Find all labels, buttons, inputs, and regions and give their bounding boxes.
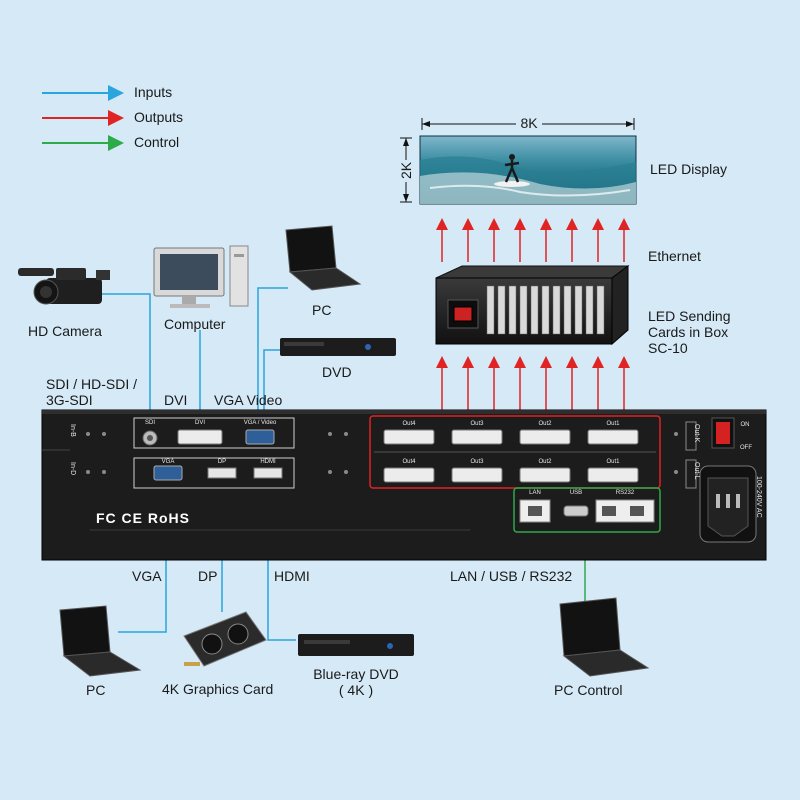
vga-video-label: VGA Video <box>214 392 283 408</box>
lan-port-label: LAN <box>529 490 541 496</box>
out1-row1-label: Out1 <box>606 421 620 427</box>
computer-label: Computer <box>164 316 226 332</box>
sending-box-line1: LED Sending <box>648 308 731 324</box>
usb-port-label: USB <box>569 490 583 496</box>
rs232-out-label: Out <box>604 517 614 523</box>
rs232-port-label: RS232 <box>615 490 635 496</box>
led-display-label: LED Display <box>650 161 728 177</box>
display-width-label: 8K <box>520 115 538 131</box>
cert-logos: FC CE RoHS <box>96 510 190 526</box>
port-sdi-label: SDI <box>144 420 155 426</box>
pc-bottom-label: PC <box>86 682 106 698</box>
bluray-label-line1: Blue-ray DVD <box>313 666 399 682</box>
out1-row2-label: Out1 <box>606 459 620 465</box>
out4-row1-label: Out4 <box>402 421 416 427</box>
out2-row2-label: Out2 <box>538 459 552 465</box>
led-display <box>419 135 637 205</box>
display-height-label: 2K <box>398 161 414 179</box>
dp-label: DP <box>198 568 218 584</box>
pc-control-label: PC Control <box>554 682 623 698</box>
dvi-label: DVI <box>164 392 188 408</box>
graphics-card-label: 4K Graphics Card <box>162 681 274 697</box>
rs232-in-label: In <box>634 517 640 523</box>
dvd-label: DVD <box>322 364 352 380</box>
out-k-label: Out-K <box>693 424 700 443</box>
out3-row1-label: Out3 <box>470 421 484 427</box>
pc-control-image <box>559 597 650 677</box>
pc-top-label: PC <box>312 302 332 318</box>
height-dimension <box>398 137 414 203</box>
legend-inputs-label: Inputs <box>134 84 173 100</box>
port-dp-label: DP <box>217 459 227 465</box>
bluray-image <box>298 634 414 656</box>
control-ports-label: LAN / USB / RS232 <box>450 568 573 584</box>
slot-d-label: In-D <box>69 462 76 476</box>
input-lines-top <box>100 287 288 422</box>
bluray-label-line2: ( 4K ) <box>338 682 374 698</box>
processor-panel <box>41 409 767 561</box>
vga-bottom-label: VGA <box>132 568 162 584</box>
ethernet-arrows <box>436 218 630 262</box>
power-on-label: ON <box>740 422 750 428</box>
computer-image <box>153 245 249 308</box>
hdmi-label: HDMI <box>274 568 310 584</box>
legend-control-label: Control <box>134 134 180 150</box>
sending-box-line3: SC-10 <box>648 340 688 356</box>
out4-row2-label: Out4 <box>402 459 416 465</box>
dvd-image <box>280 338 396 356</box>
hd-camera-image <box>18 268 110 305</box>
legend-outputs-label: Outputs <box>134 109 184 125</box>
slot-b-label: In-B <box>69 424 76 437</box>
port-vga-video-label: VGA / Video <box>243 420 277 426</box>
width-dimension <box>421 116 635 130</box>
power-off-label: OFF <box>740 445 752 451</box>
sdi-label-line1: SDI / HD-SDI / <box>46 376 138 392</box>
port-vga-label: VGA <box>161 459 175 465</box>
out2-row1-label: Out2 <box>538 421 552 427</box>
pc-top-image <box>285 225 362 291</box>
hd-camera-label: HD Camera <box>28 323 102 339</box>
port-hdmi-label: HDMI <box>260 459 276 465</box>
graphics-card-image <box>183 611 267 667</box>
ethernet-label: Ethernet <box>648 248 701 264</box>
out3-row2-label: Out3 <box>470 459 484 465</box>
port-dvi-label: DVI <box>194 420 205 426</box>
out-l-label: Out-L <box>693 462 700 480</box>
sending-box <box>435 265 630 346</box>
output-arrows <box>436 356 630 412</box>
sending-box-line2: Cards in Box <box>648 324 729 340</box>
sdi-label-line2: 3G-SDI <box>46 392 93 408</box>
pc-bottom-image <box>59 605 142 677</box>
power-rating-label: 100-240V AC <box>755 476 762 518</box>
legend <box>42 85 124 151</box>
